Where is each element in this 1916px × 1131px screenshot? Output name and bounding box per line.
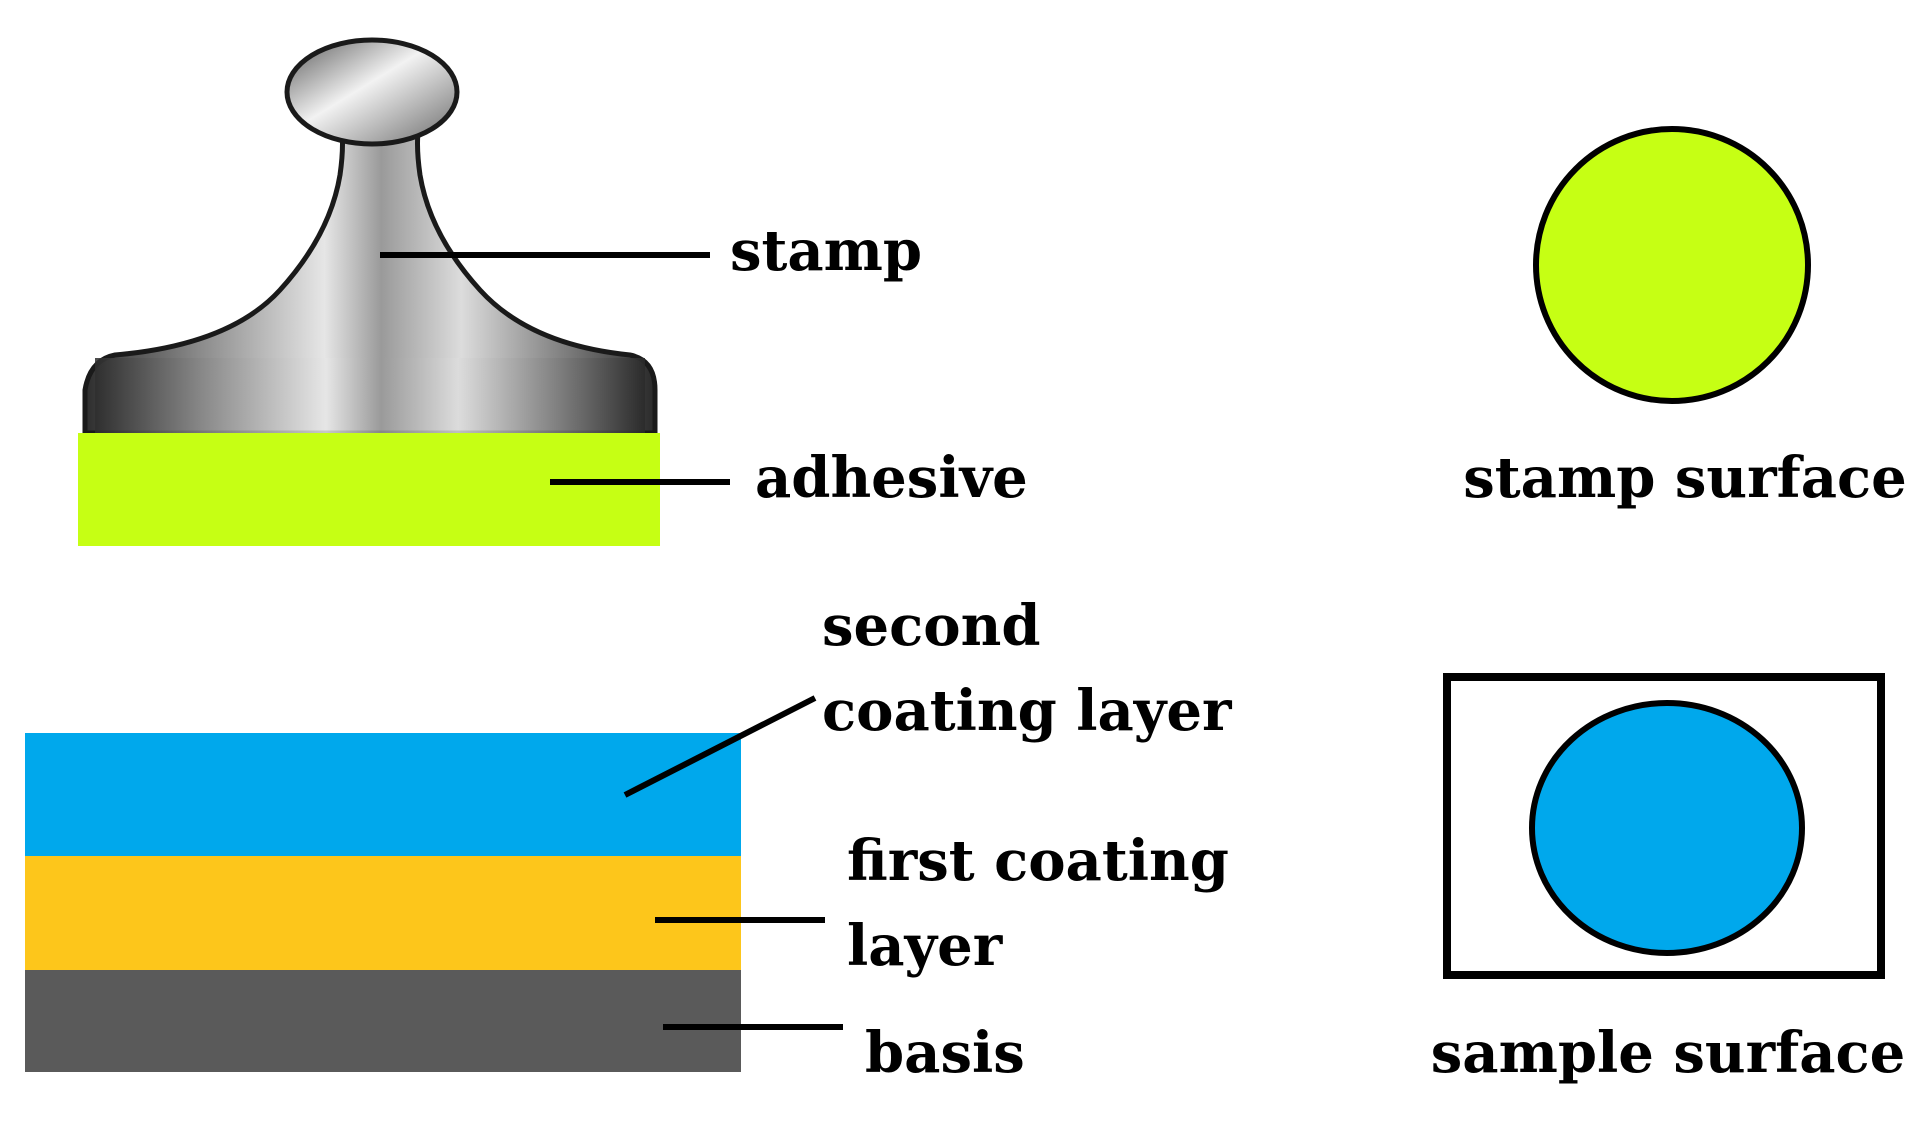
adhesive-layer: [78, 433, 660, 546]
stamp-surface-circle: [1533, 126, 1811, 404]
sample-surface-frame: [1443, 673, 1885, 979]
first-coating-label-line2: layer: [847, 913, 1004, 979]
first-coating-layer: [25, 856, 741, 970]
sample-surface-label: sample surface: [1431, 1020, 1905, 1086]
basis-label: basis: [865, 1020, 1025, 1086]
first-coating-label-line1: first coating: [847, 828, 1229, 894]
sample-surface-circle: [1529, 700, 1805, 956]
stamp-surface-label: stamp surface: [1463, 445, 1906, 511]
stamp-rim: [95, 358, 645, 433]
second-coating-label-line2: coating layer: [822, 678, 1233, 744]
basis-layer: [25, 970, 741, 1072]
adhesive-label: adhesive: [755, 445, 1028, 511]
stamp-knob: [284, 37, 460, 147]
second-coating-layer: [25, 733, 741, 856]
second-coating-label-line1: second: [822, 593, 1040, 659]
second-coating-leader-line: [623, 695, 817, 798]
stamp-label: stamp: [730, 218, 922, 284]
stamp-illustration: [82, 37, 658, 436]
